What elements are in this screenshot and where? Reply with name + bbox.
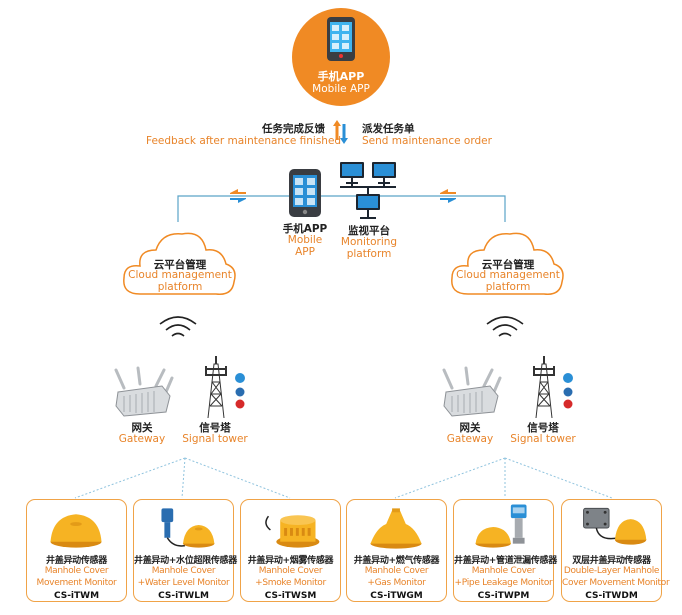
cloud-left-cn: 云平台管理	[153, 259, 207, 271]
product-cn: 井盖异动+水位超限传感器	[134, 556, 237, 566]
pipe-leakage-sensor-icon	[475, 504, 527, 548]
center-app-en2: APP	[295, 246, 315, 258]
gateway-right-en: Gateway	[446, 433, 494, 445]
product-code: CS-iTWLM	[158, 591, 209, 601]
product-card-itwpm[interactable]: 井盖异动+管道泄漏传感器 Manhole Cover +Pipe Leakage…	[453, 499, 557, 602]
monitor-en1: Monitoring	[340, 236, 398, 248]
product-code: CS-iTWSM	[264, 591, 317, 601]
product-en2: +Pipe Leakage Monitor	[454, 578, 553, 588]
gateway-left-cn: 网关	[131, 422, 153, 434]
product-code: CS-iTWDM	[585, 591, 638, 601]
cloud-left-en2: platform	[157, 281, 203, 293]
product-card-itwgm[interactable]: 井盖异动+燃气传感器 Manhole Cover +Gas Monitor CS…	[346, 499, 447, 602]
product-code: CS-iTWGM	[370, 591, 423, 601]
smoke-sensor-icon	[265, 515, 320, 548]
center-app-en1: Mobile	[287, 234, 323, 246]
task-exchange-arrows-icon	[333, 120, 348, 144]
product-en1: Manhole Cover	[44, 566, 109, 576]
send-cn: 派发任务单	[362, 123, 415, 135]
right-gateway-icon[interactable]	[438, 366, 502, 418]
product-card-itwm[interactable]: 井盖异动传感器 Manhole Cover Movement Monitor C…	[26, 499, 127, 602]
product-code: CS-iTWPM	[477, 591, 530, 601]
product-cn: 井盖异动+烟雾传感器	[247, 556, 334, 566]
product-cn: 井盖异动传感器	[46, 556, 107, 566]
product-en2: +Water Level Monitor	[137, 578, 230, 588]
tower-left-cn: 信号塔	[199, 422, 231, 434]
product-cn: 双层井盖异动传感器	[572, 556, 651, 566]
tower-left-en: Signal tower	[182, 433, 248, 445]
product-code: CS-iTWM	[53, 591, 100, 601]
product-en1: Double-Layer Manhole	[563, 566, 660, 576]
center-phone-icon[interactable]	[288, 168, 322, 218]
left-sync-arrow-icon	[230, 189, 246, 203]
mobile-app-cn: 手机APP	[317, 70, 365, 83]
product-en1: Manhole Cover	[471, 566, 536, 576]
right-signal-tower-icon[interactable]	[526, 356, 578, 420]
right-wifi-icon	[486, 316, 524, 337]
phone-icon	[327, 17, 355, 61]
product-card-itwdm[interactable]: 双层井盖异动传感器 Double-Layer Manhole Cover Mov…	[561, 499, 670, 602]
product-card-itwlm[interactable]: 井盖异动+水位超限传感器 Manhole Cover +Water Level …	[133, 499, 237, 602]
feedback-en: Feedback after maintenance finished	[146, 135, 342, 147]
monitor-cn: 监视平台	[348, 225, 390, 237]
left-gateway-icon[interactable]	[110, 366, 174, 418]
cloud-right-en2: platform	[485, 281, 531, 293]
cloud-right-en1: Cloud management	[456, 269, 560, 281]
mobile-app-circle[interactable]: 手机APP Mobile APP	[292, 8, 390, 106]
product-en1: Manhole Cover	[151, 566, 216, 576]
cloud-left-en1: Cloud management	[128, 269, 232, 281]
tower-right-en: Signal tower	[510, 433, 576, 445]
gas-sensor-icon	[370, 508, 422, 549]
double-layer-sensor-icon	[583, 507, 647, 545]
cloud-right-cn: 云平台管理	[481, 259, 535, 271]
left-cloud-icon[interactable]	[118, 220, 240, 302]
product-en2: Cover Movement Monitor	[562, 578, 670, 588]
sensor-dome-icon	[50, 514, 102, 548]
product-en2: +Smoke Monitor	[255, 578, 326, 588]
product-en2: +Gas Monitor	[367, 578, 426, 588]
mobile-app-en: Mobile APP	[312, 83, 370, 95]
monitor-en2: platform	[346, 248, 392, 260]
center-app-cn: 手机APP	[282, 223, 328, 235]
tower-right-cn: 信号塔	[527, 422, 559, 434]
product-en1: Manhole Cover	[258, 566, 323, 576]
product-en2: Movement Monitor	[36, 578, 117, 588]
right-sync-arrow-icon	[440, 189, 456, 203]
feedback-cn: 任务完成反馈	[262, 123, 325, 135]
right-cloud-icon[interactable]	[446, 220, 568, 302]
product-en1: Manhole Cover	[364, 566, 429, 576]
water-level-sensor-icon	[161, 508, 215, 548]
left-signal-tower-icon[interactable]	[198, 356, 250, 420]
monitor-computers-icon[interactable]	[338, 160, 400, 222]
gateway-left-en: Gateway	[118, 433, 166, 445]
product-card-itwsm[interactable]: 井盖异动+烟雾传感器 Manhole Cover +Smoke Monitor …	[240, 499, 341, 602]
product-cn: 井盖异动+燃气传感器	[353, 556, 440, 566]
product-cn: 井盖异动+管道泄漏传感器	[454, 556, 557, 566]
gateway-right-cn: 网关	[459, 422, 481, 434]
left-wifi-icon	[159, 316, 197, 337]
send-en: Send maintenance order	[362, 135, 492, 147]
